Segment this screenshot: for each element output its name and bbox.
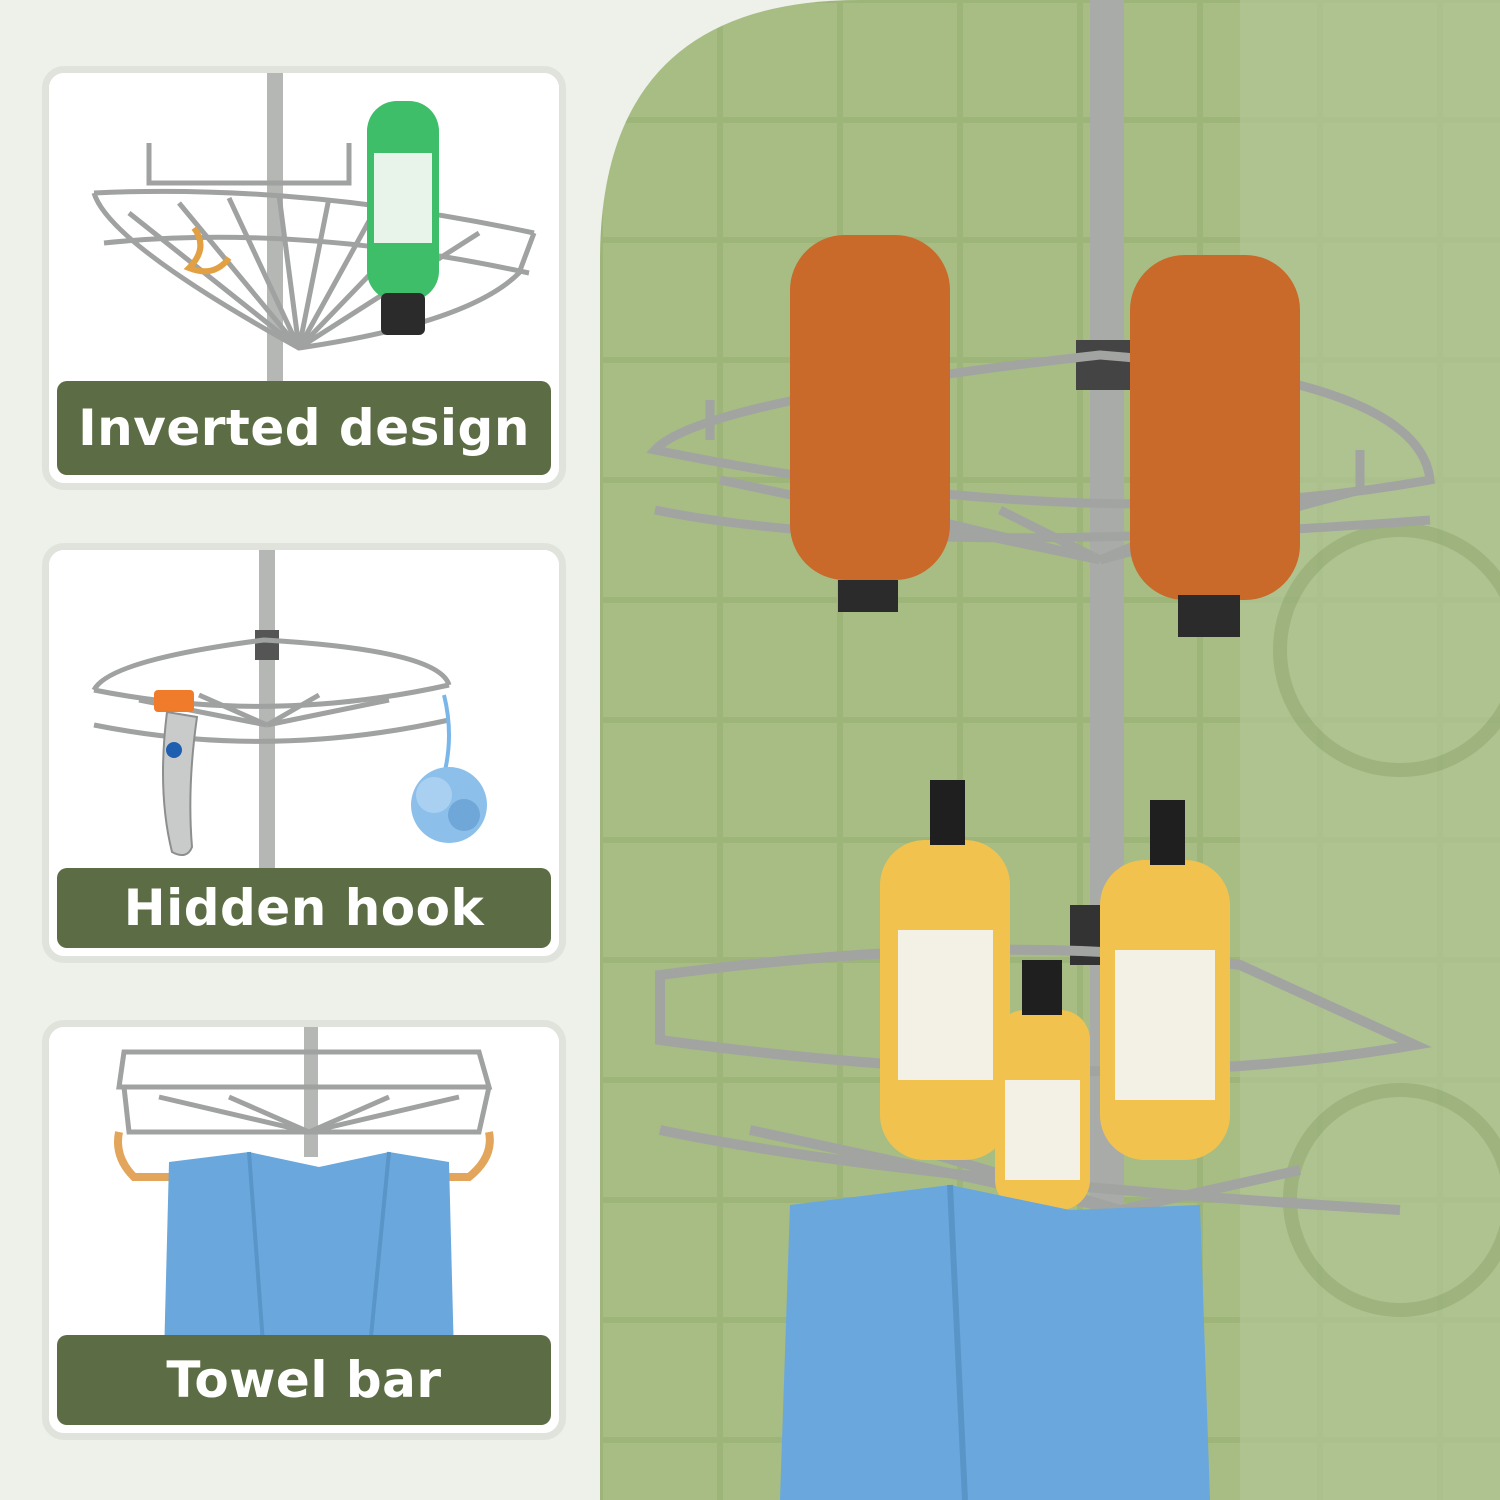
- inverted-design-photo: [49, 73, 559, 403]
- bottle-icon: [790, 235, 1300, 637]
- wire-basket-icon: [91, 143, 537, 351]
- bottle-icon: [367, 101, 439, 335]
- towel-icon: [164, 1151, 454, 1357]
- towel-icon: [780, 1184, 1210, 1500]
- razor-icon: [154, 690, 199, 857]
- feature-card-towel-bar: Towel bar: [42, 1020, 566, 1440]
- feature-label: Towel bar: [57, 1335, 551, 1425]
- shower-caddy-scene: [600, 0, 1500, 1500]
- wire-basket-icon: [116, 1049, 493, 1135]
- feature-card-inverted-design: Inverted design: [42, 66, 566, 490]
- feature-label: Hidden hook: [57, 868, 551, 948]
- wire-basket-icon: [91, 637, 452, 744]
- feature-label: Inverted design: [57, 381, 551, 475]
- feature-panel: Inverted design: [0, 0, 600, 1500]
- towel-bar-photo: [49, 1027, 559, 1357]
- feature-card-hidden-hook: Hidden hook: [42, 543, 566, 963]
- loofah-icon: [411, 694, 487, 843]
- bottle-icon: [880, 780, 1230, 1210]
- hidden-hook-photo: [49, 550, 559, 880]
